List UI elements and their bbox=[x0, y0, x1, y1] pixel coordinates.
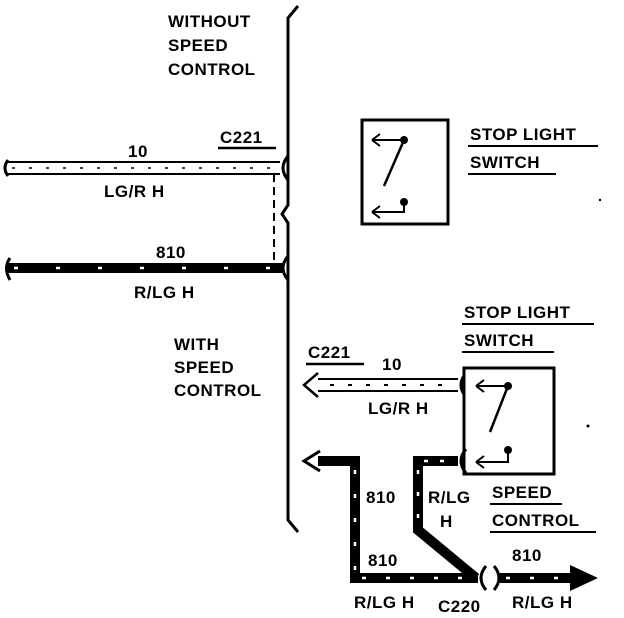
bottom-wire-810-diagonal bbox=[413, 456, 480, 582]
bottom-wire-810-left-loop bbox=[318, 456, 478, 583]
c220-label: C220 bbox=[438, 597, 481, 616]
speed-control-label-line1: SPEED bbox=[492, 483, 552, 502]
output-wire-number: 810 bbox=[512, 546, 542, 565]
bottom-vertical-wire-number: 810 bbox=[366, 488, 396, 507]
bottom-vertical-wire-color-line1: R/LG bbox=[428, 488, 471, 507]
stray-mark bbox=[586, 424, 590, 428]
bottom-diagonal-connector-icon bbox=[459, 448, 468, 474]
bottom-wire-10-color: LG/R H bbox=[368, 399, 429, 418]
top-wire-810-number: 810 bbox=[156, 243, 186, 262]
top-wire-810-end-icon bbox=[5, 257, 12, 281]
c220-connector-left-icon bbox=[479, 565, 488, 591]
with-heading-line1: WITH bbox=[174, 335, 219, 354]
top-wire-10-number: 10 bbox=[128, 142, 148, 161]
bottom-wire-10-arrow-icon bbox=[302, 372, 319, 398]
bottom-wire-810-color: R/LG H bbox=[354, 593, 415, 612]
output-wire-color: R/LG H bbox=[512, 593, 573, 612]
top-switch-label-line1: STOP LIGHT bbox=[470, 125, 577, 144]
top-c221-label: C221 bbox=[220, 128, 263, 147]
without-heading-line3: CONTROL bbox=[168, 60, 256, 79]
bottom-switch-label-line2: SWITCH bbox=[464, 331, 534, 350]
bottom-stop-light-switch bbox=[462, 366, 556, 476]
bottom-wire-10-number: 10 bbox=[382, 355, 402, 374]
without-heading-line2: SPEED bbox=[168, 36, 228, 55]
top-wire-810-color: R/LG H bbox=[134, 283, 195, 302]
bottom-wire-810-number: 810 bbox=[368, 551, 398, 570]
top-stop-light-switch bbox=[360, 118, 450, 226]
bottom-c221-label: C221 bbox=[308, 343, 351, 362]
without-heading-line1: WITHOUT bbox=[168, 12, 251, 31]
top-connector-bracket-icon bbox=[281, 155, 290, 181]
top-switch-label-line2: SWITCH bbox=[470, 153, 540, 172]
divider-brace bbox=[280, 5, 300, 533]
bottom-switch-label-line1: STOP LIGHT bbox=[464, 303, 571, 322]
stray-mark bbox=[598, 198, 602, 202]
top-wire-10 bbox=[8, 161, 280, 175]
with-heading-line3: CONTROL bbox=[174, 381, 262, 400]
speed-control-label-line2: CONTROL bbox=[492, 511, 580, 530]
bottom-wire-10 bbox=[318, 378, 458, 392]
bottom-left-loop-arrow-icon bbox=[301, 449, 321, 473]
top-wire-810-connector-icon bbox=[281, 255, 290, 281]
with-heading-line2: SPEED bbox=[174, 358, 234, 377]
top-wire-10-end-icon bbox=[3, 159, 10, 177]
top-wire-10-color: LG/R H bbox=[104, 182, 165, 201]
bottom-vertical-wire-color-line2: H bbox=[440, 512, 453, 531]
output-arrow-head-icon bbox=[570, 565, 598, 591]
c220-connector-right-icon bbox=[492, 565, 501, 591]
